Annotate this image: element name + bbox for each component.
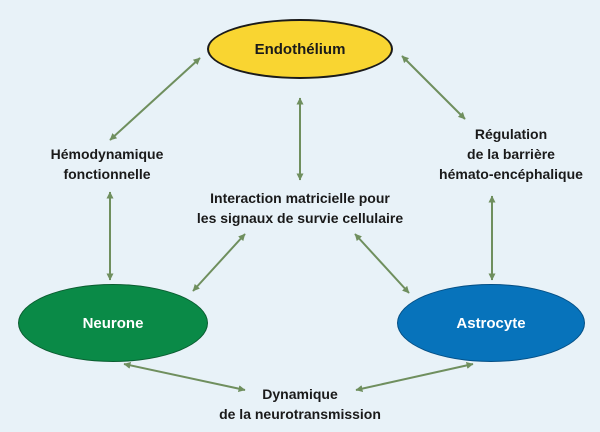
label-regulation: Régulation de la barrière hémato-encépha… [426, 124, 596, 184]
node-endothelium: Endothélium [207, 19, 393, 79]
arrow-interaction-astrocyte [354, 233, 410, 294]
arrow-interaction-neurone [192, 233, 246, 292]
label-line: de la neurotransmission [219, 406, 381, 422]
label-dynamique: Dynamique de la neurotransmission [180, 384, 420, 424]
label-line: Dynamique [262, 386, 338, 402]
label-line: Hémodynamique [50, 146, 164, 162]
label-line: de la barrière [467, 146, 555, 162]
label-hemodynamique: Hémodynamique fonctionnelle [22, 144, 192, 184]
label-line: les signaux de survie cellulaire [196, 210, 404, 226]
node-astrocyte: Astrocyte [397, 284, 585, 362]
label-line: Régulation [474, 126, 548, 142]
arrow-endothelium-regulation [401, 55, 466, 120]
arrow-endothelium-hemodynamique [109, 57, 201, 141]
node-endothelium-label: Endothélium [254, 40, 346, 58]
arrow-neurone-dynamique [123, 361, 246, 393]
arrow-astrocyte-dynamique [355, 361, 474, 393]
label-line: Interaction matricielle pour [210, 190, 390, 206]
label-line: fonctionnelle [63, 166, 151, 182]
node-astrocyte-label: Astrocyte [456, 314, 526, 332]
label-interaction: Interaction matricielle pour les signaux… [168, 188, 432, 228]
label-line: hémato-encéphalique [439, 166, 583, 182]
node-neurone-label: Neurone [82, 314, 144, 332]
node-neurone: Neurone [18, 284, 208, 362]
